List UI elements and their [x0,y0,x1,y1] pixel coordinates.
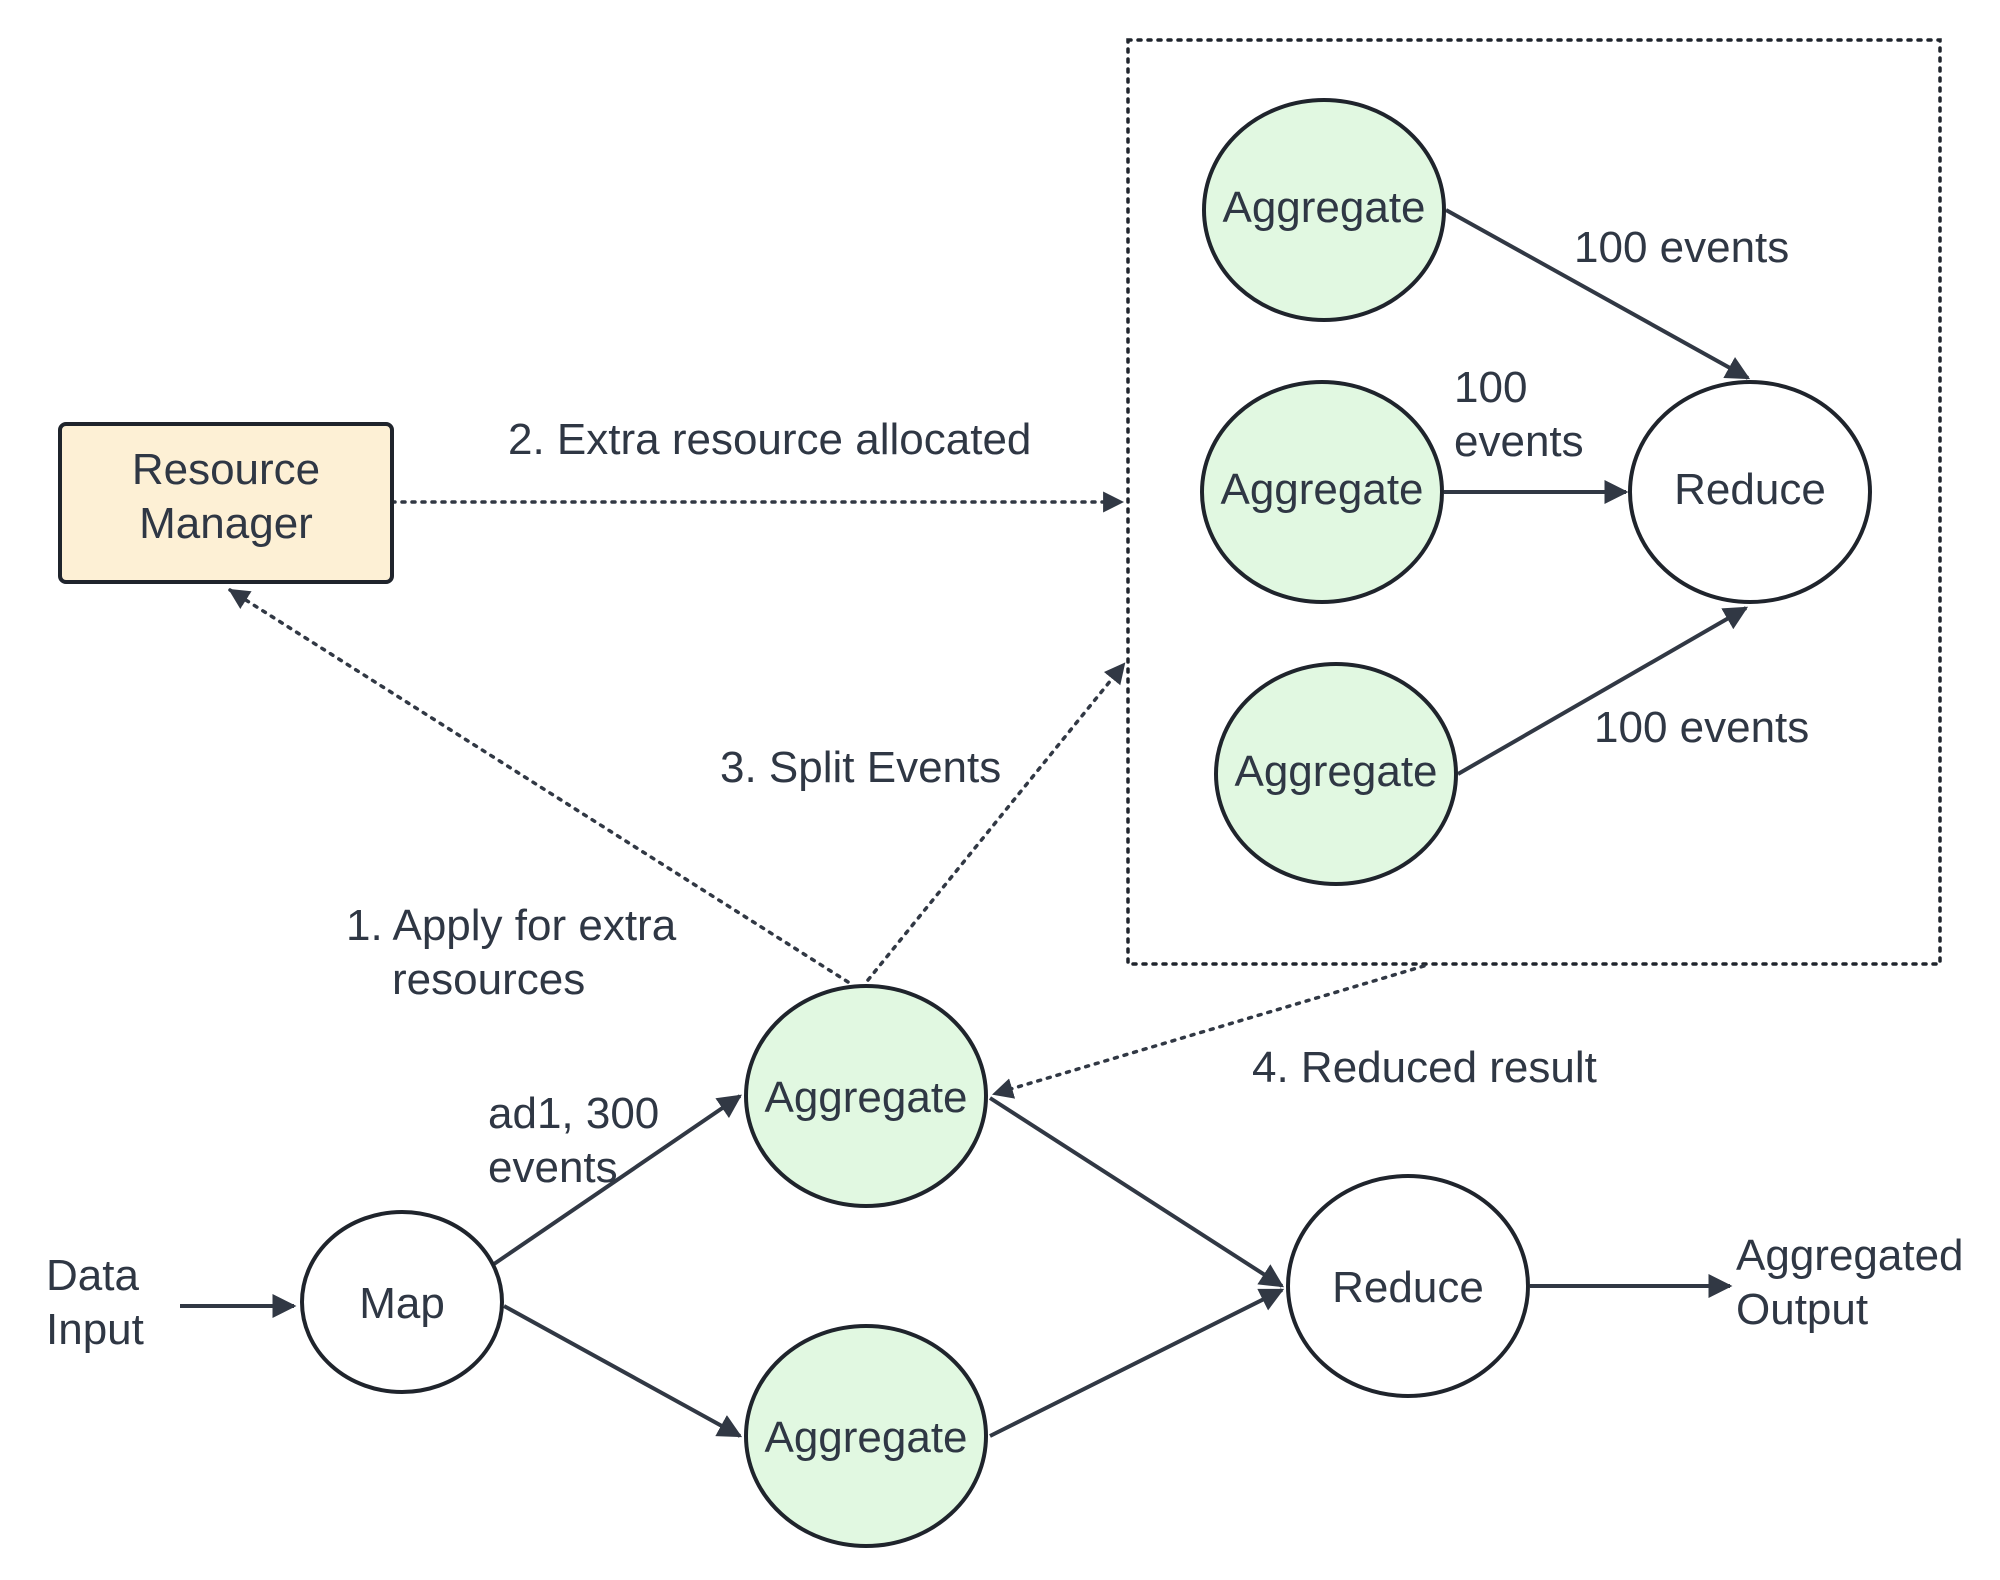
cluster-aggregate-3-node[interactable] [1214,662,1458,886]
reduced-result-label: 4. Reduced result [1252,1043,1597,1092]
cluster-aggregate-2-node[interactable] [1200,380,1444,604]
edge-split-events [866,662,1126,982]
cluster-reduce-label: Reduce [1674,465,1826,514]
edge-cluster-agg3-to-reduce [1457,606,1749,776]
events-mid-label-line1: 100 [1454,363,1527,412]
cluster-aggregate-1-label: Aggregate [1222,183,1425,232]
map-node[interactable] [300,1210,504,1394]
ad1-events-label-line1: ad1, 300 [488,1089,659,1138]
events-top-label: 100 events [1574,223,1789,272]
split-events-label: 3. Split Events [720,743,1001,792]
cluster-box [1126,38,1942,966]
edge-aggregate-main-to-reduce [988,1096,1285,1288]
cluster-aggregate-3-label: Aggregate [1234,747,1437,796]
edge-cluster-agg1-to-reduce [1445,208,1751,380]
edge-apply-for-resources [228,588,850,984]
resource-manager-label-line2: Manager [139,499,313,548]
edge-map-to-aggregate-main [492,1094,742,1266]
map-label: Map [359,1279,445,1328]
events-mid-label-line2: events [1454,417,1584,466]
data-input-label-line2: Input [46,1305,144,1354]
cluster-reduce-node[interactable] [1628,380,1872,604]
aggregate-main-label: Aggregate [764,1073,967,1122]
edge-aggregate-lower-to-reduce [989,1288,1285,1438]
aggregate-main-node[interactable] [744,984,988,1208]
aggregated-output-label-line1: Aggregated [1736,1231,1964,1280]
events-bottom-label: 100 events [1594,703,1809,752]
resource-manager-box[interactable] [58,422,394,584]
data-input-label-line1: Data [46,1251,139,1300]
reduce-main-label: Reduce [1332,1263,1484,1312]
apply-resources-label-line1: 1. Apply for extra [346,901,677,950]
reduce-main-node[interactable] [1286,1174,1530,1398]
resource-manager-label-line1: Resource [132,445,320,494]
edge-map-to-aggregate-lower [503,1304,743,1438]
ad1-events-label-line2: events [488,1143,618,1192]
cluster-aggregate-2-label: Aggregate [1220,465,1423,514]
cluster-aggregate-1-node[interactable] [1202,98,1446,322]
aggregate-lower-label: Aggregate [764,1413,967,1462]
aggregate-lower-node[interactable] [744,1324,988,1548]
aggregated-output-label-line2: Output [1736,1285,1868,1334]
apply-resources-label-line2: resources [392,955,585,1004]
edge-reduced-result [991,964,1426,1099]
extra-resource-allocated-label: 2. Extra resource allocated [508,415,1031,464]
